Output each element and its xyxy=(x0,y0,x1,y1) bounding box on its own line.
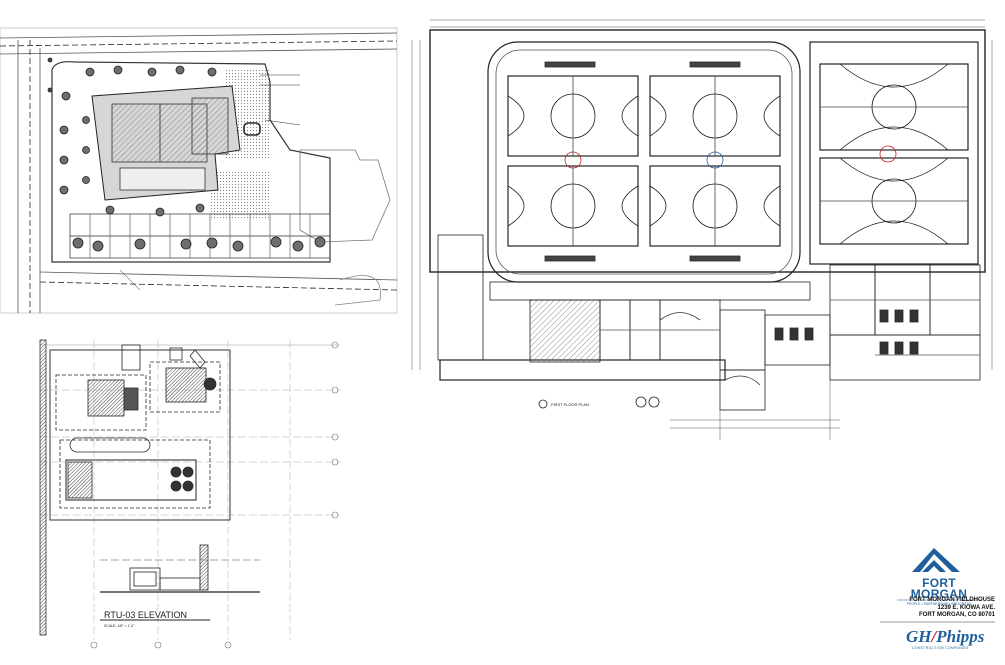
gh-phipps-logo: GH/Phipps xyxy=(906,627,984,647)
fort-morgan-brand: FORT MORGAN xyxy=(904,576,974,601)
rtu-elevation-scale: SCALE: 1/8" = 1'-0" xyxy=(104,624,135,628)
contractor-subtitle: CONSTRUCTION COMPANIES xyxy=(912,646,969,650)
brand-line-1: FORT xyxy=(922,576,956,590)
project-address-1: 1239 E. KIOWA AVE. xyxy=(937,604,995,611)
gym-courts-east xyxy=(809,41,979,265)
floor-plan xyxy=(411,19,993,440)
fort-morgan-logo xyxy=(880,548,995,623)
support-rooms xyxy=(437,234,981,411)
project-address-2: FORT MORGAN, CO 80701 xyxy=(918,612,995,619)
site-building xyxy=(91,85,241,201)
project-info: FORT MORGAN FIELDHOUSE 1239 E. KIOWA AVE… xyxy=(880,597,995,620)
rtu-elevation-title: RTU-03 ELEVATION xyxy=(104,610,187,620)
project-name: FORT MORGAN FIELDHOUSE xyxy=(909,597,995,603)
first-floor-plan-title: FIRST FLOOR PLAN xyxy=(551,402,589,407)
gym-courts-west xyxy=(487,41,801,283)
brand-line-2: MORGAN xyxy=(910,587,968,601)
site-trees xyxy=(59,65,326,252)
site-parking xyxy=(69,213,331,259)
phipps-mark: Phipps xyxy=(936,627,985,646)
brand-tagline: PEOPLE • PARTNERSHIP • PROGRESS xyxy=(906,602,972,606)
rtu-plan xyxy=(39,339,340,649)
gh-slash: / xyxy=(931,627,937,646)
site-plan xyxy=(0,27,398,314)
gh-mark: GH xyxy=(906,627,932,646)
